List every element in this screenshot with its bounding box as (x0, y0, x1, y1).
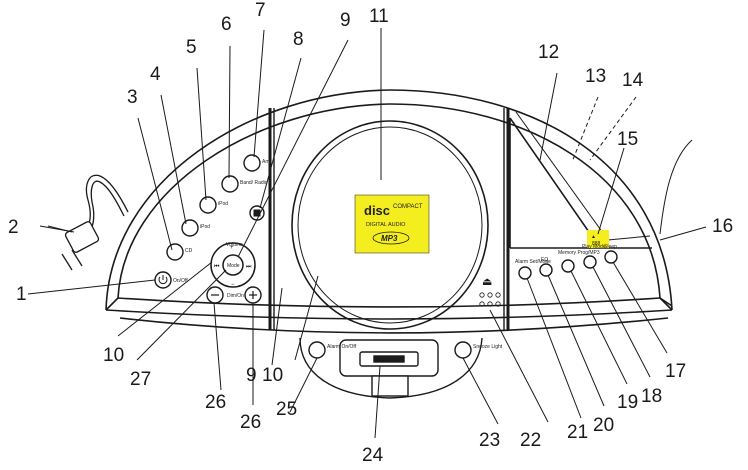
memory-prog-label: Memory Prog/MP3 (558, 250, 600, 256)
svg-text:⏮: ⏮ (214, 264, 220, 270)
callout-7: 7 (255, 0, 266, 21)
ipod-button-a[interactable] (181, 219, 199, 237)
dim-glyphs (211, 291, 257, 299)
callout-16: 16 (712, 216, 733, 237)
navigation-pad[interactable] (210, 242, 256, 288)
callout-19: 19 (617, 392, 638, 413)
nav-pad-marks: + − ⏮ ⏭ (214, 245, 252, 288)
callout-15: 15 (617, 129, 638, 150)
callout-4: 4 (150, 64, 161, 85)
svg-text:⏭: ⏭ (246, 264, 252, 270)
alarm-on-off-label: Alarm On/Off (327, 344, 357, 350)
ipod-button-b[interactable] (199, 196, 217, 214)
callout-26: 26 (240, 412, 261, 433)
power-icon (158, 276, 168, 285)
snooze-light-label: Snooze Light (473, 344, 503, 350)
cd-button[interactable] (166, 243, 184, 261)
callout-5: 5 (186, 37, 197, 58)
callout-20: 20 (593, 415, 614, 436)
callout-18: 18 (641, 386, 662, 407)
cd-lid (291, 120, 489, 330)
volume-label: Volume (226, 242, 243, 248)
eq-label: EQ (541, 257, 548, 263)
plug-icon (39, 221, 100, 271)
callout-26: 26 (205, 392, 226, 413)
svg-text:+: + (230, 245, 234, 251)
snooze-light-button[interactable] (454, 341, 472, 359)
callout-14: 14 (622, 70, 644, 91)
band-radio-button[interactable] (221, 175, 239, 193)
on-off-label: On/Off (173, 278, 188, 284)
mp3-logo-text: MP3 (381, 234, 398, 243)
center-panel (268, 108, 510, 330)
alarm-set-label: Alarm Set/Mode (515, 259, 551, 265)
am-label: Am (262, 159, 270, 165)
play-mode-label: Play Mode (582, 244, 606, 250)
power-cord (85, 174, 129, 233)
alarm-on-off-button[interactable] (308, 341, 326, 359)
disc-compact-text: COMPACT (393, 204, 423, 210)
svg-text:▲: ▲ (591, 234, 596, 240)
lcd-display: ▲ 888 (587, 230, 609, 248)
svg-text:888: 888 (592, 241, 601, 247)
sleep-label: Sleep (604, 244, 617, 250)
callout-6: 6 (221, 14, 232, 35)
callout-10: 10 (262, 365, 283, 386)
ipod-label-a: iPod (200, 224, 210, 230)
speaker-grille (479, 292, 501, 307)
disc-logo-label: disc COMPACT DIGITAL AUDIO MP3 (354, 194, 430, 254)
callout-1: 1 (16, 284, 27, 305)
eject-icon: ⏏ (482, 275, 492, 288)
cd-label: CD (185, 248, 193, 254)
callout-9: 9 (246, 365, 257, 386)
band-radio-label: Band/ Radio (240, 180, 268, 186)
callout-13: 13 (585, 66, 606, 87)
callout-21: 21 (567, 422, 588, 443)
callout-8: 8 (293, 29, 304, 50)
disc-digital-audio-text: DIGITAL AUDIO (366, 222, 406, 228)
antenna-wire (659, 139, 693, 235)
play-mode-button[interactable] (583, 255, 597, 269)
memory-prog-button[interactable] (561, 259, 575, 273)
svg-text:−: − (231, 282, 235, 288)
sleep-button[interactable] (604, 250, 618, 264)
callout-10: 10 (103, 345, 124, 366)
mode-label: Mode (227, 263, 240, 269)
eq-button[interactable] (539, 263, 553, 277)
callout-3: 3 (127, 87, 138, 108)
callout-11: 11 (369, 6, 389, 27)
callout-9: 9 (340, 10, 351, 31)
mode-button (222, 254, 244, 276)
callout-23: 23 (479, 430, 500, 451)
right-buttons (518, 250, 618, 280)
callout-25: 25 (276, 399, 297, 420)
callout-17: 17 (665, 361, 686, 382)
callout-22: 22 (520, 430, 541, 451)
leader-lines (27, 28, 707, 439)
callout-27: 27 (130, 369, 151, 390)
callout-24: 24 (362, 445, 384, 466)
disc-icon: disc (364, 203, 390, 218)
am-button[interactable] (243, 154, 261, 172)
ipod-label-b: iPod (218, 201, 228, 207)
dim-on-label: Dim/On (227, 293, 244, 299)
alarm-set-button[interactable] (518, 266, 532, 280)
dock-base (299, 337, 483, 399)
callout-2: 2 (8, 217, 19, 238)
callout-12: 12 (538, 42, 559, 63)
